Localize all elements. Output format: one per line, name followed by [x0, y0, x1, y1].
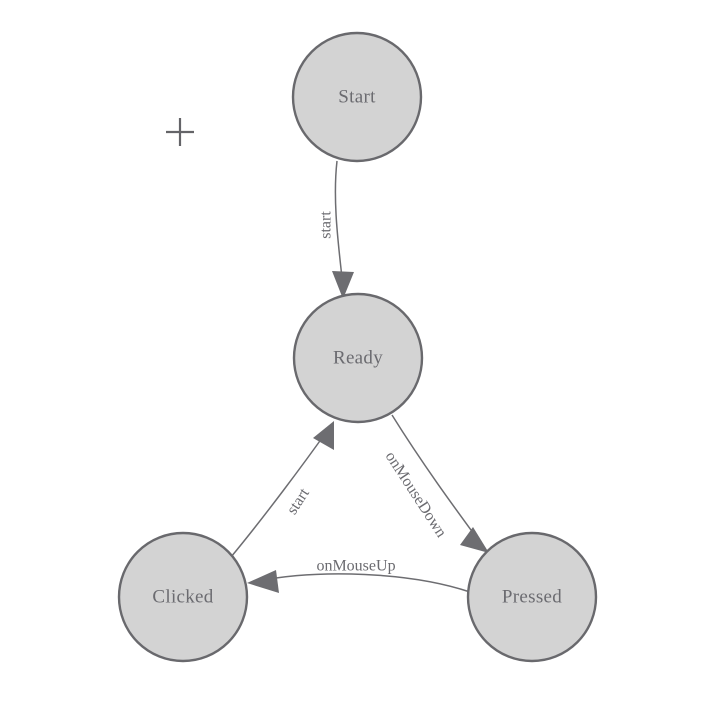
node-ready[interactable]: Ready — [292, 292, 424, 424]
node-label: Pressed — [502, 586, 562, 607]
node-pressed[interactable]: Pressed — [466, 531, 598, 663]
arrowhead-icon — [332, 271, 354, 299]
edge-label: start — [318, 211, 335, 239]
edge-label: start — [284, 485, 314, 518]
edge-path[interactable] — [257, 573, 471, 593]
arrowhead-icon — [460, 527, 489, 553]
edge-path[interactable] — [334, 160, 344, 289]
node-label: Clicked — [152, 586, 213, 607]
edge-ready-to-pressed[interactable]: onMouseDown — [382, 414, 489, 553]
edge-start-to-ready[interactable]: start — [318, 160, 354, 299]
edge-label-group: start — [318, 211, 335, 239]
edge-label-group: onMouseUp — [316, 558, 395, 575]
node-shape[interactable] — [292, 292, 424, 424]
edge-label: onMouseUp — [316, 558, 395, 575]
node-label: Ready — [333, 347, 383, 368]
node-start[interactable]: Start — [291, 31, 423, 163]
edge-label-group: onMouseDown — [382, 449, 450, 541]
node-shape[interactable] — [466, 531, 598, 663]
node-shape[interactable] — [117, 531, 249, 663]
edge-label: onMouseDown — [382, 449, 450, 541]
edge-pressed-to-clicked[interactable]: onMouseUp — [247, 558, 471, 593]
node-layer: Start Ready Clicked Pressed — [117, 31, 598, 663]
edge-label-group: start — [284, 485, 314, 518]
node-label: Start — [338, 86, 376, 107]
crosshair-marker-icon[interactable] — [166, 118, 194, 146]
edge-path[interactable] — [230, 430, 328, 558]
arrowhead-icon — [313, 421, 334, 450]
arrowhead-icon — [247, 570, 279, 593]
node-clicked[interactable]: Clicked — [117, 531, 249, 663]
edge-clicked-to-ready[interactable]: start — [230, 421, 334, 558]
node-shape[interactable] — [291, 31, 423, 163]
